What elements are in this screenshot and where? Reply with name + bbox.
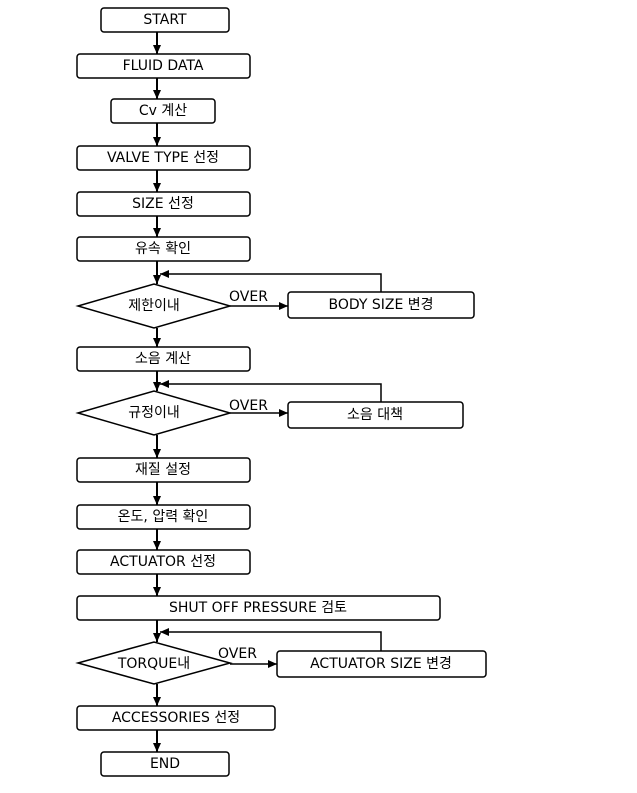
over-label-torque: OVER: [218, 646, 257, 662]
noise-calc-label: 소음 계산: [135, 351, 191, 367]
flow-check-box: [76, 236, 251, 262]
start-box: [100, 7, 230, 33]
start-label: START: [143, 12, 187, 28]
cv-calc-box: [110, 98, 216, 124]
torque-diamond: [75, 641, 233, 685]
limit-label: 제한이내: [128, 298, 180, 314]
torque-label: TORQUE내: [117, 656, 190, 672]
temp-pressure-label: 온도, 압력 확인: [118, 509, 209, 525]
loop-actuator-size: [160, 628, 382, 651]
end-box: [100, 751, 230, 777]
material-label: 재질 설정: [135, 462, 191, 478]
valve-type-box: [76, 145, 251, 171]
fluid-data-box: [76, 53, 251, 79]
cv-calc-label: Cv 계산: [139, 103, 187, 119]
shutoff-box: [76, 595, 441, 621]
actuator-label: ACTUATOR 선정: [110, 554, 216, 570]
fluid-data-label: FLUID DATA: [123, 58, 204, 74]
accessories-label: ACCESSORIES 선정: [112, 710, 240, 726]
actuator-box: [76, 549, 251, 575]
noise-measure-box: [287, 401, 464, 429]
end-label: END: [150, 756, 180, 772]
loop-noise-measure: [160, 380, 382, 402]
body-size-label: BODY SIZE 변경: [328, 297, 433, 313]
size-select-label: SIZE 선정: [132, 196, 194, 212]
loop-body-size: [160, 270, 382, 292]
over-label-limit: OVER: [229, 289, 268, 305]
accessories-box: [76, 705, 276, 731]
noise-measure-label: 소음 대책: [347, 407, 403, 423]
flow-check-label: 유속 확인: [135, 241, 191, 257]
shutoff-label: SHUT OFF PRESSURE 검토: [169, 600, 347, 616]
size-select-box: [76, 191, 251, 217]
over-label-regulation: OVER: [229, 398, 268, 414]
regulation-label: 규정이내: [128, 405, 180, 421]
temp-pressure-box: [76, 504, 251, 530]
actuator-size-label: ACTUATOR SIZE 변경: [310, 656, 452, 672]
noise-calc-box: [76, 346, 251, 372]
valve-type-label: VALVE TYPE 선정: [107, 150, 219, 166]
material-box: [76, 457, 251, 483]
